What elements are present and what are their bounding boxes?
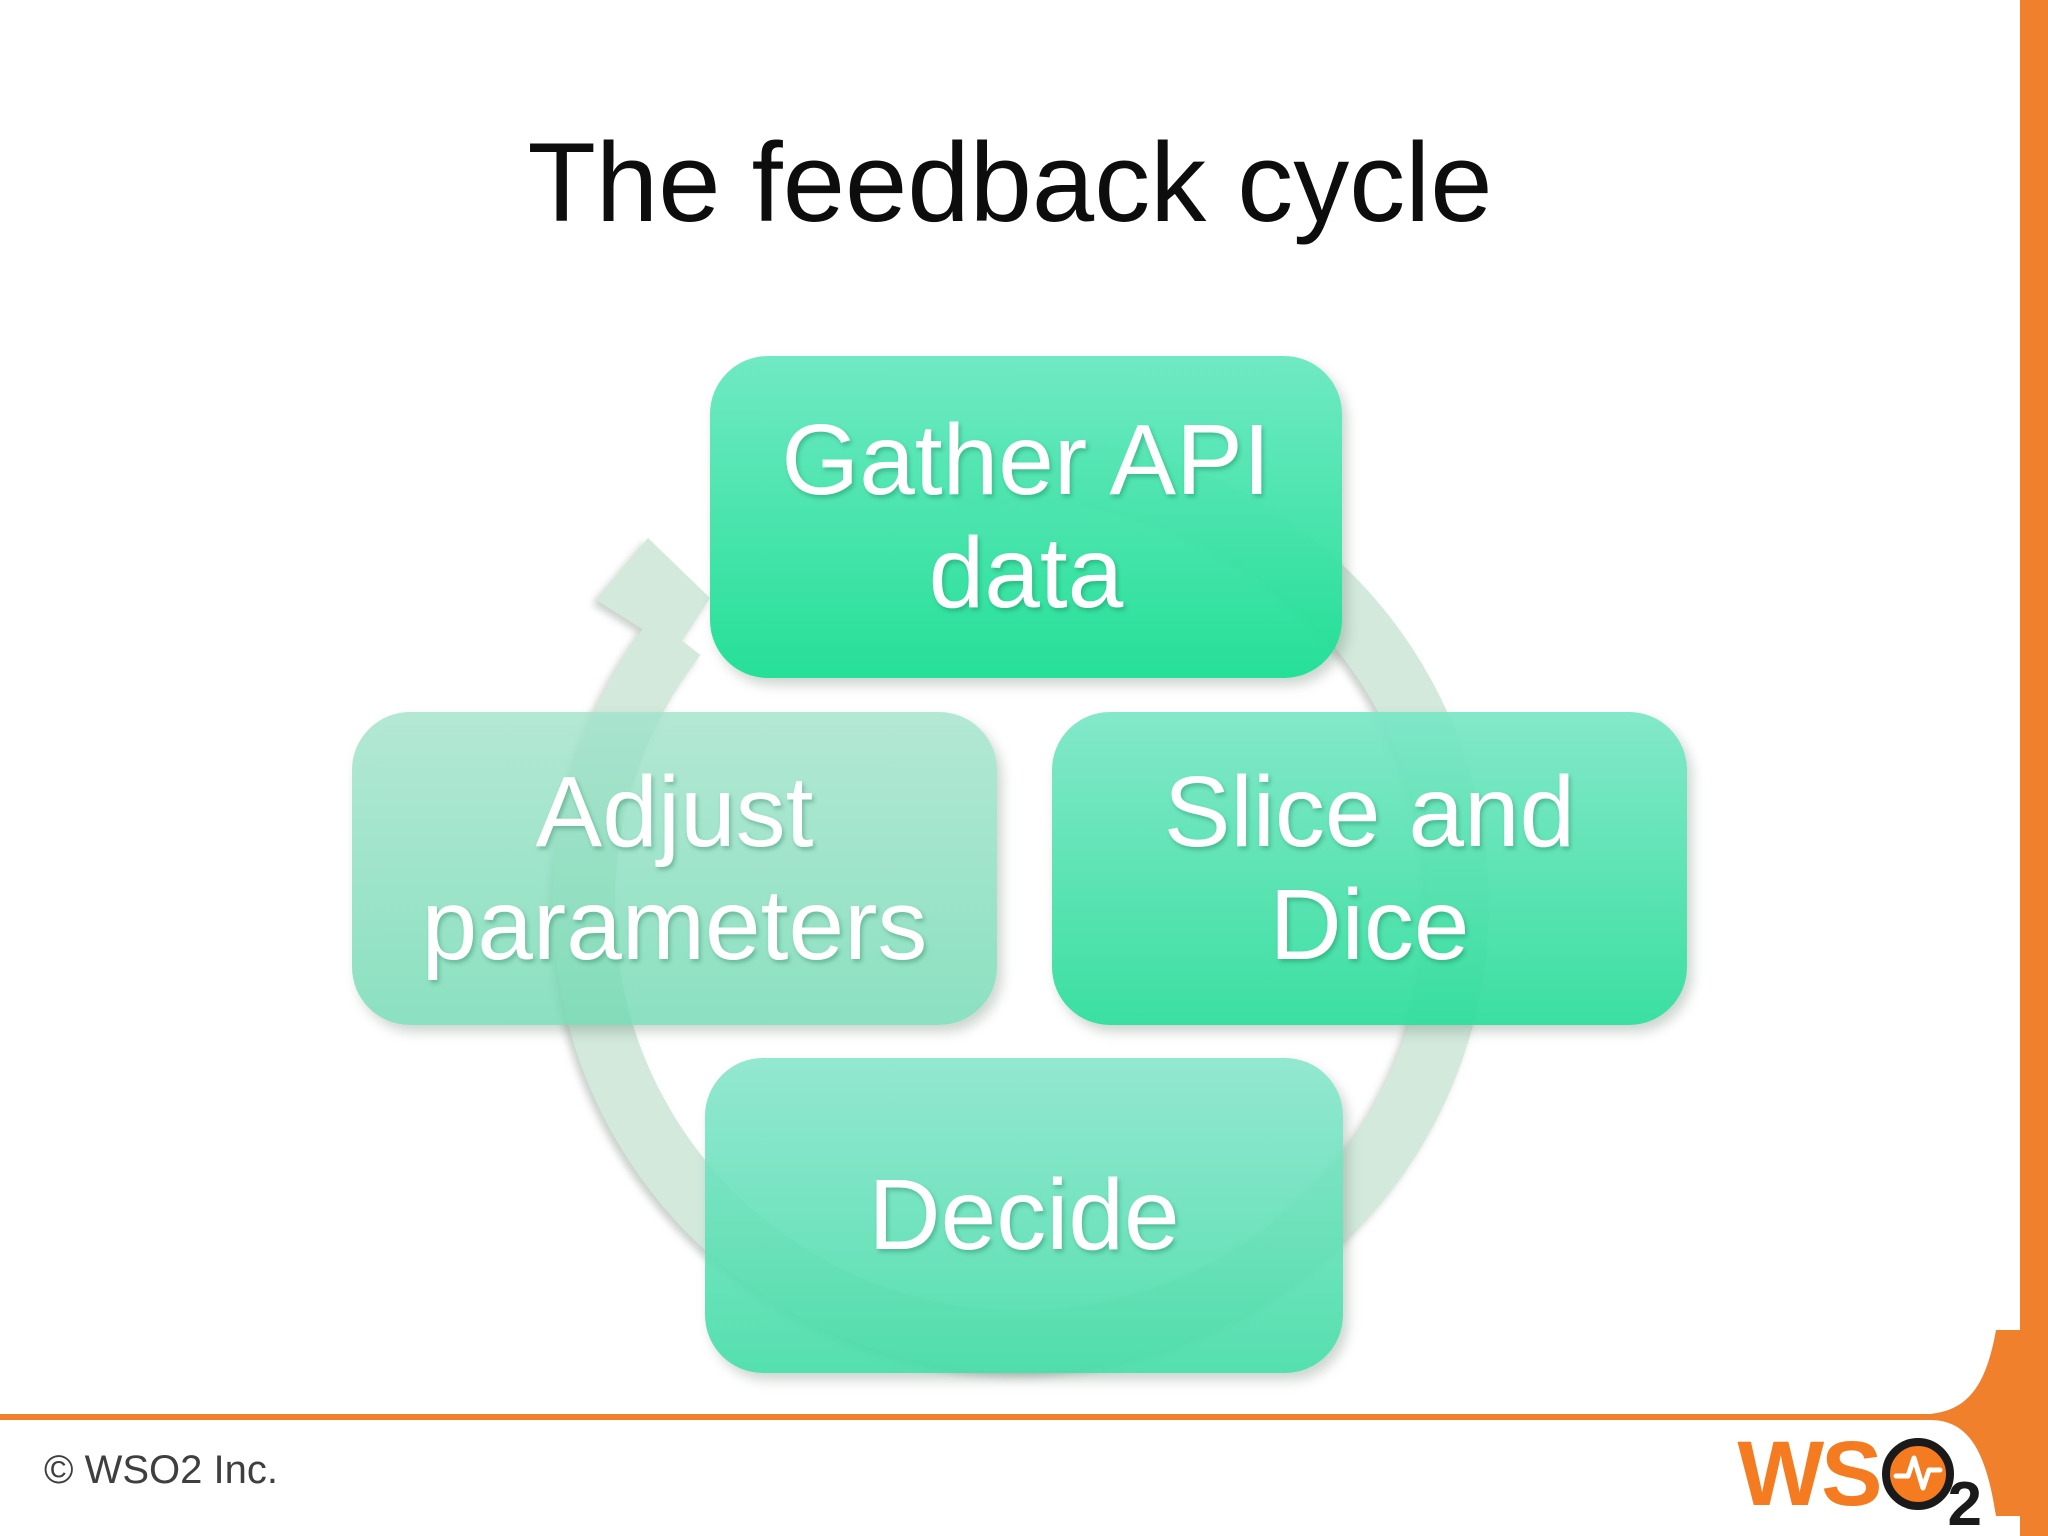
- cycle-step-adjust-parameters: Adjust parameters: [352, 712, 997, 1025]
- cycle-step-slice-and-dice: Slice and Dice: [1052, 712, 1687, 1025]
- cycle-step-decide: Decide: [705, 1058, 1343, 1373]
- wso2-logo: WS 2: [1737, 1428, 1982, 1536]
- logo-circle-pulse-icon: [1881, 1438, 1954, 1515]
- copyright-text: © WSO2 Inc.: [44, 1448, 278, 1492]
- cycle-step-label: Adjust parameters: [421, 755, 928, 981]
- cycle-arrow-icon: [596, 538, 710, 650]
- cycle-step-gather-api-data: Gather API data: [710, 356, 1342, 678]
- footer-corner-flare: [1890, 1330, 2048, 1516]
- cycle-step-label: Gather API data: [781, 404, 1271, 629]
- right-edge-stripe: [2020, 0, 2048, 1536]
- slide-title: The feedback cycle: [527, 120, 1493, 245]
- logo-subscript-2: 2: [1947, 1470, 1982, 1536]
- cycle-step-label: Decide: [868, 1159, 1180, 1271]
- footer-divider-line: [0, 1414, 2020, 1420]
- cycle-step-label: Slice and Dice: [1163, 755, 1576, 981]
- logo-text-ws: WS: [1737, 1423, 1882, 1525]
